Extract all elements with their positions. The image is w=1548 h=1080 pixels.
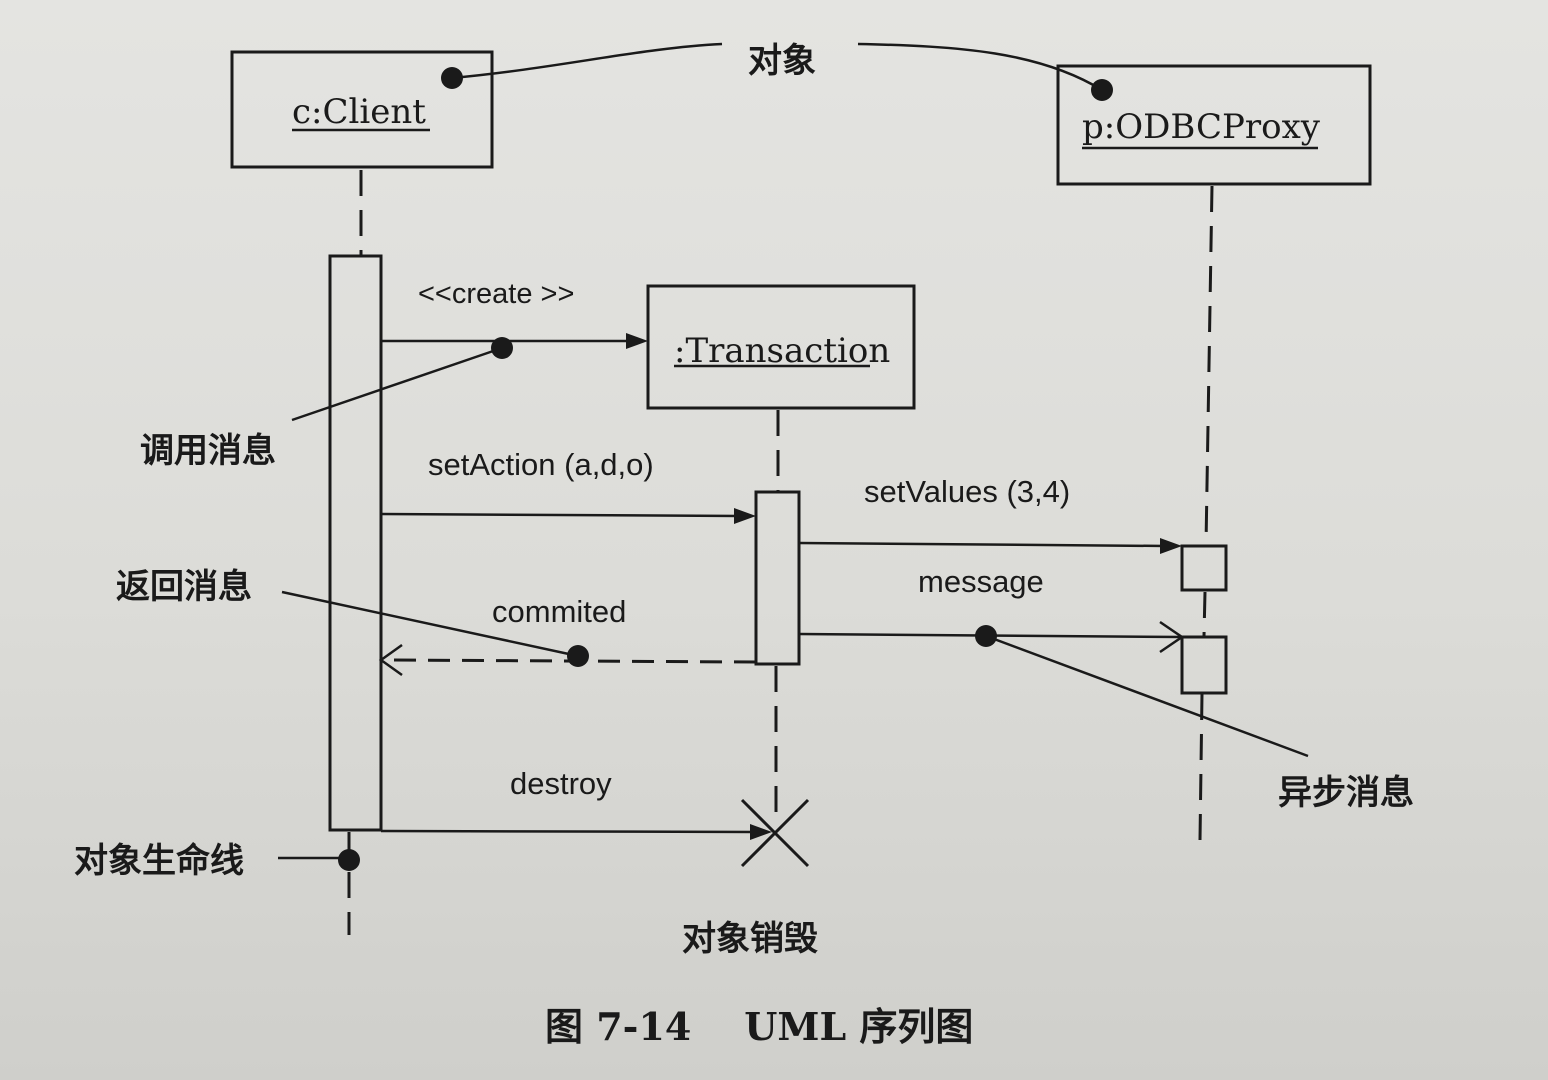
activation-proxy-2 [1180,635,1228,695]
pointer-return-message [281,590,589,667]
pointer-call-message [291,337,513,422]
object-transaction: :Transaction [646,284,916,410]
message-create-label: <<create >> [418,278,574,310]
lifeline-proxy [1204,185,1214,546]
annotation-lifeline: 对象生命线 [74,841,244,881]
object-proxy-label: p:ODBCProxy [1082,107,1321,147]
pointer-object [441,42,1113,101]
lifeline-proxy-mid [1202,591,1207,637]
message-async-label: message [918,564,1044,599]
annotation-object: 对象 [748,41,816,81]
annotation-destruction: 对象销毁 [682,919,818,959]
lifeline-proxy-bottom [1198,693,1204,841]
annotation-call-message: 调用消息 [140,431,276,471]
destruction-marker [740,798,810,868]
annotation-async-message: 异步消息 [1278,773,1414,813]
message-set-values-label: setValues (3,4) [864,474,1070,509]
object-proxy: p:ODBCProxy [1056,64,1372,186]
message-destroy-label: destroy [510,766,612,801]
object-transaction-label: :Transaction [674,331,890,371]
message-set-action: setAction (a,d,o) [380,447,756,524]
figure-caption: 图 7-14 UML 序列图 [545,1004,973,1049]
message-return: commited [378,594,757,677]
pointer-async-message [975,625,1309,758]
object-client-label: c:Client [292,92,426,132]
activation-proxy-1 [1180,544,1228,592]
message-return-label: commited [492,594,626,629]
activation-client [328,254,383,832]
pointer-lifeline [278,849,360,871]
annotation-return-message: 返回消息 [116,567,252,607]
message-destroy: destroy [380,766,772,840]
message-set-values: setValues (3,4) [798,474,1182,554]
message-set-action-label: setAction (a,d,o) [428,447,654,482]
object-client: c:Client [230,50,494,169]
message-create: <<create >> [381,278,648,349]
activation-transaction [754,490,801,666]
